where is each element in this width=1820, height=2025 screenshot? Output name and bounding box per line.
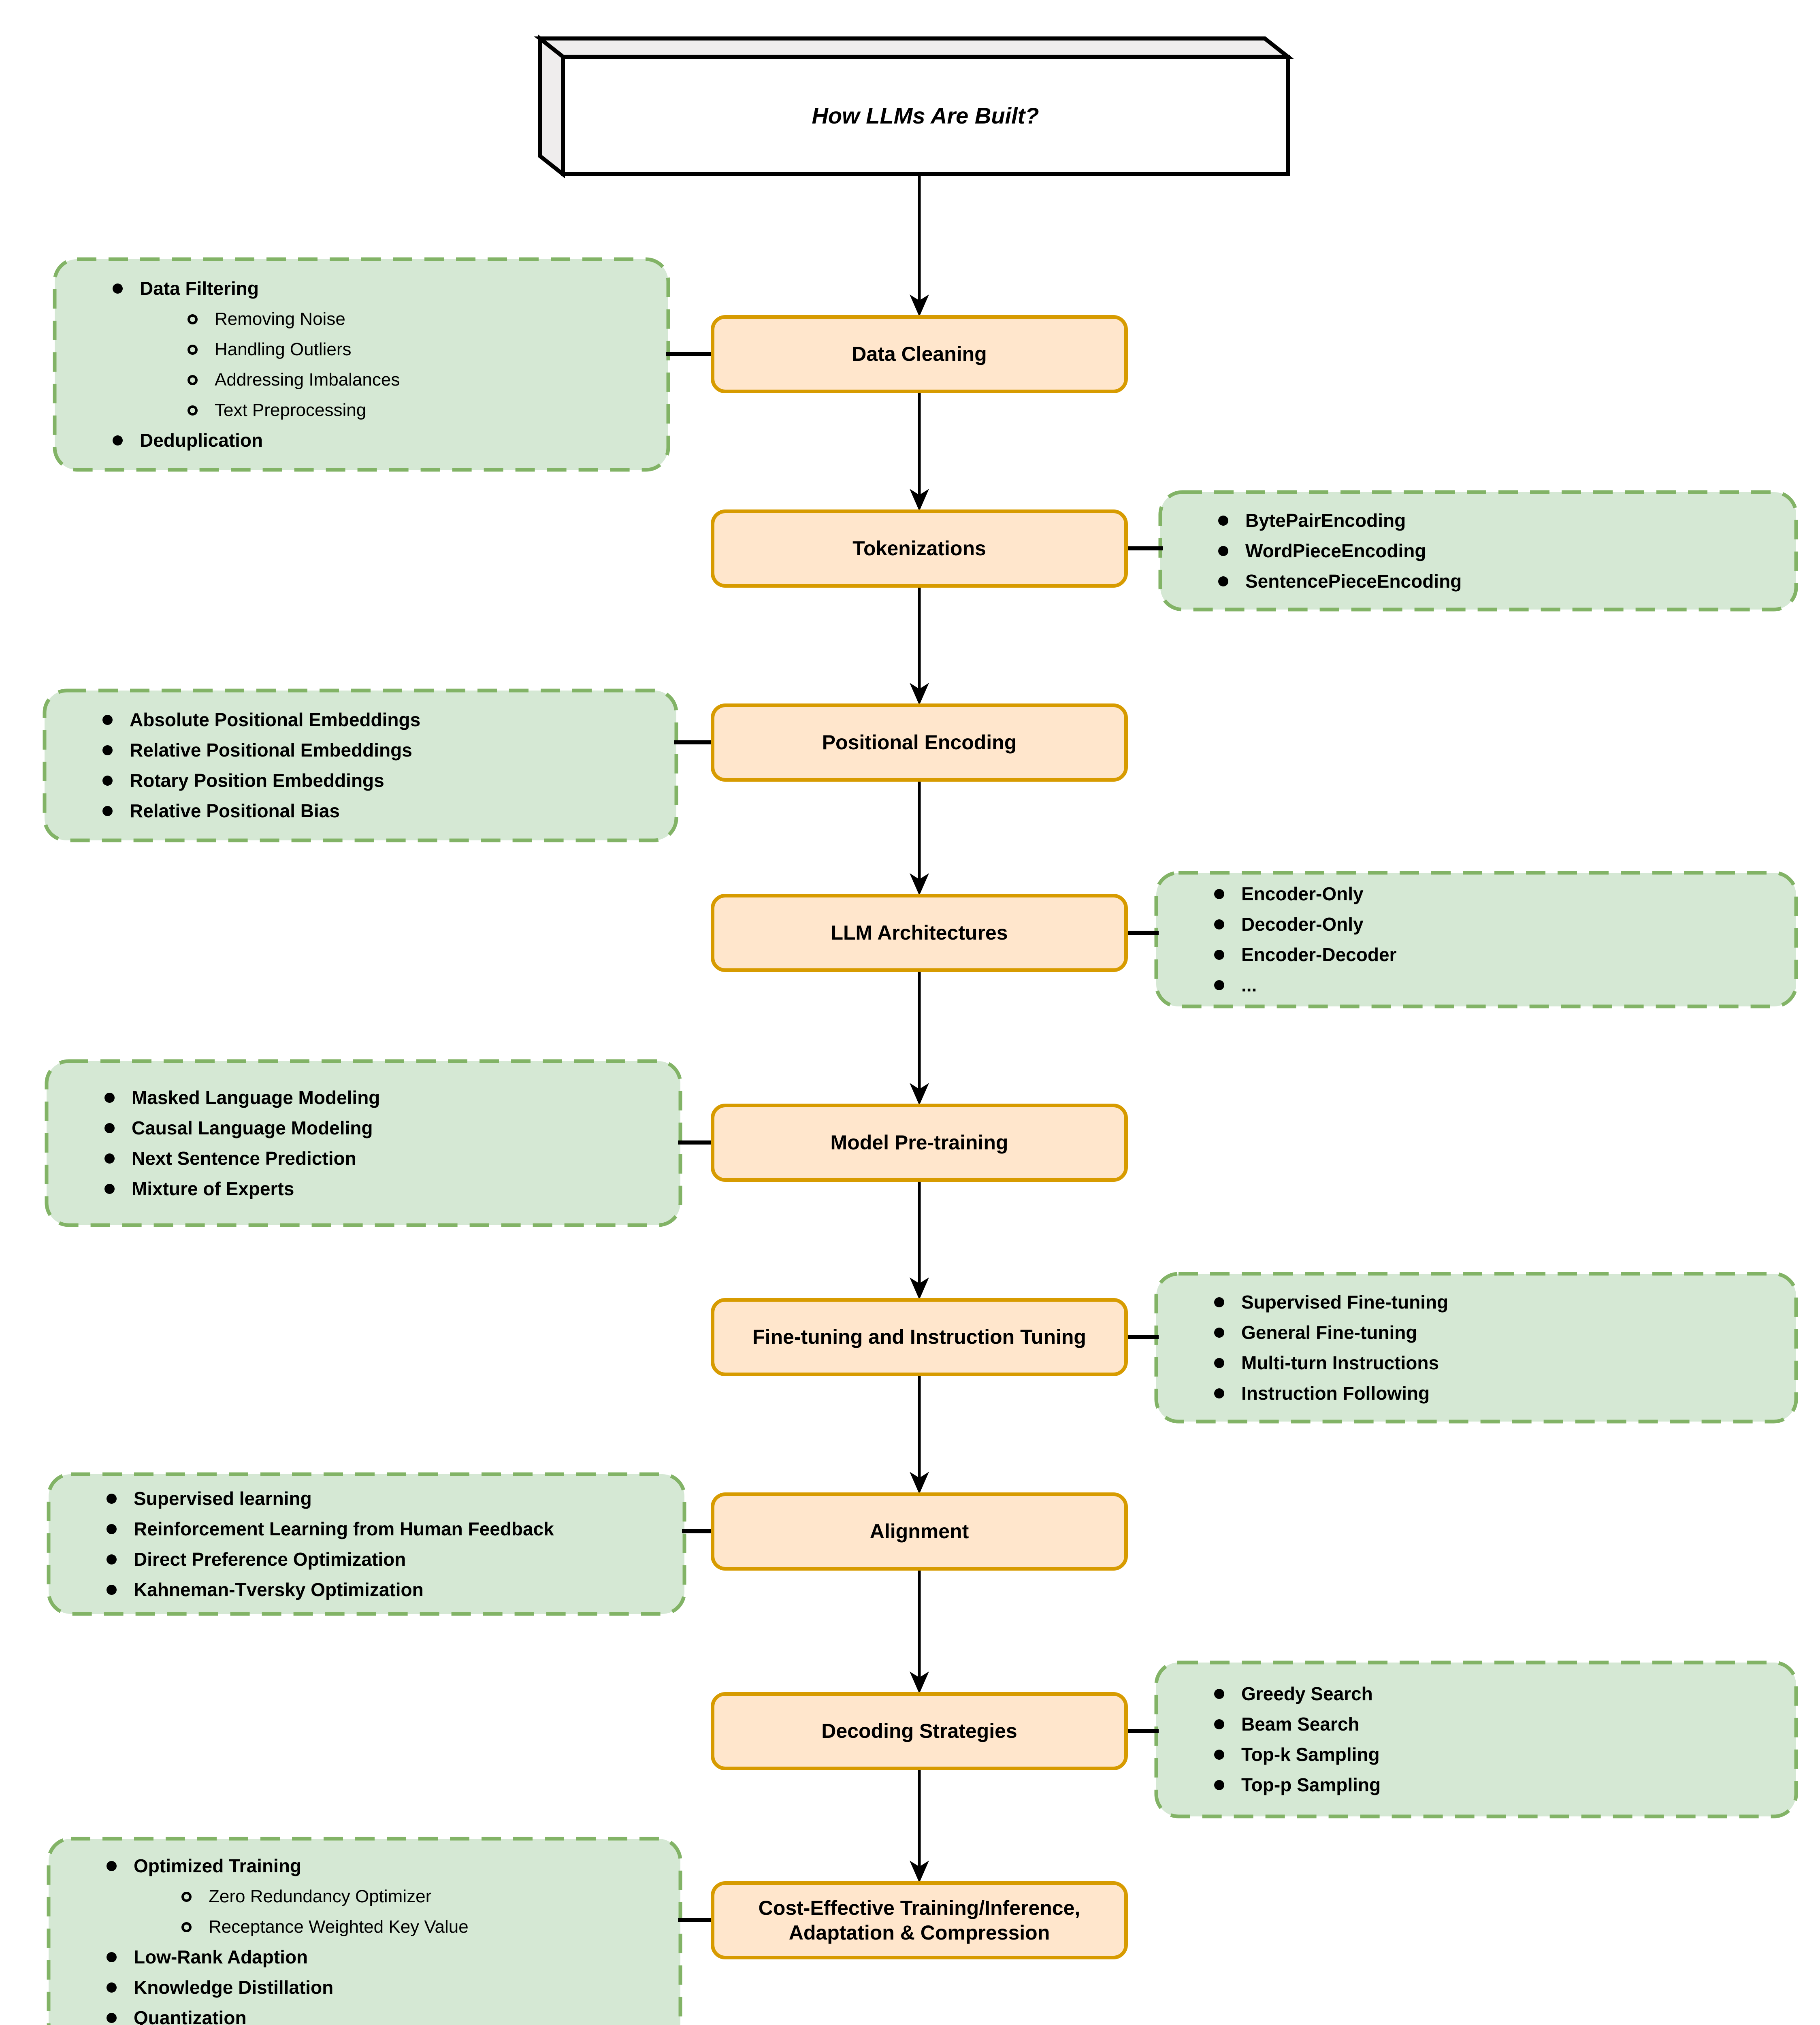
panel-background	[1158, 490, 1798, 612]
panel-item: Absolute Positional Embeddings	[91, 705, 420, 735]
panel-item: Rotary Position Embeddings	[91, 765, 420, 796]
flow-node-positional-encoding: Positional Encoding	[711, 703, 1128, 782]
title-box-left-face	[538, 34, 565, 179]
panel-item: Text Preprocessing	[176, 395, 400, 425]
panel-background	[53, 257, 670, 472]
panel-item: Direct Preference Optimization	[95, 1544, 554, 1575]
panel-item: Masked Language Modeling	[93, 1083, 380, 1113]
panel-item: Next Sentence Prediction	[93, 1143, 380, 1174]
panel-item: Encoder-Decoder	[1203, 940, 1396, 970]
flow-node-cost-effective: Cost-Effective Training/Inference, Adapt…	[711, 1881, 1128, 1959]
panel-item: SentencePieceEncoding	[1207, 566, 1462, 597]
panel-item: Top-k Sampling	[1203, 1739, 1381, 1770]
panel-item: Encoder-Only	[1203, 879, 1396, 909]
panel-item: Kahneman-Tversky Optimization	[95, 1575, 554, 1605]
panel-item: Deduplication	[101, 425, 400, 456]
panel-item: Handling Outliers	[176, 334, 400, 364]
panel-item: Multi-turn Instructions	[1203, 1348, 1448, 1378]
panel-item: Optimized Training	[95, 1851, 469, 1881]
title-box-top-face	[534, 36, 1294, 59]
panel-item: Top-p Sampling	[1203, 1770, 1381, 1800]
panel-item: Relative Positional Bias	[91, 796, 420, 826]
flow-node-data-cleaning: Data Cleaning	[711, 315, 1128, 393]
panel-background	[45, 1059, 682, 1227]
panel-item: Receptance Weighted Key Value	[170, 1912, 469, 1942]
panel-background	[1154, 1660, 1798, 1818]
title-box-front-face	[561, 55, 1290, 176]
panel-background	[1154, 871, 1798, 1008]
panel-item: Zero Redundancy Optimizer	[170, 1881, 469, 1912]
panel-item: BytePairEncoding	[1207, 505, 1462, 536]
panel-item: Data Filtering	[101, 273, 400, 304]
panel-item: Quantization	[95, 2003, 469, 2025]
diagram-title: How LLMs Are Built?	[812, 102, 1039, 128]
panel-item: Reinforcement Learning from Human Feedba…	[95, 1514, 554, 1544]
panel-item: Decoder-Only	[1203, 909, 1396, 940]
flow-node-tokenizations: Tokenizations	[711, 509, 1128, 588]
panel-item: Relative Positional Embeddings	[91, 735, 420, 765]
flow-node-decoding-strategies: Decoding Strategies	[711, 1692, 1128, 1770]
panel-background	[47, 1472, 686, 1616]
panel-background	[1154, 1272, 1798, 1424]
panel-item: ...	[1203, 970, 1396, 1000]
panel-background	[47, 1837, 682, 2025]
flow-node-llm-architectures: LLM Architectures	[711, 894, 1128, 972]
panel-item: Supervised Fine-tuning	[1203, 1287, 1448, 1317]
panel-connectors	[666, 352, 1163, 1922]
panel-item: Addressing Imbalances	[176, 364, 400, 395]
panel-item: Instruction Following	[1203, 1378, 1448, 1409]
panel-item: Knowledge Distillation	[95, 1972, 469, 2003]
panel-item: Mixture of Experts	[93, 1174, 380, 1204]
flow-node-model-pretraining: Model Pre-training	[711, 1104, 1128, 1182]
panel-item: WordPieceEncoding	[1207, 536, 1462, 566]
flow-node-alignment: Alignment	[711, 1492, 1128, 1571]
panel-item: General Fine-tuning	[1203, 1317, 1448, 1348]
panel-item: Low-Rank Adaption	[95, 1942, 469, 1972]
panel-background	[43, 688, 678, 842]
panel-item: Causal Language Modeling	[93, 1113, 380, 1143]
panel-item: Supervised learning	[95, 1484, 554, 1514]
flow-arrows	[910, 174, 929, 1883]
panel-item: Beam Search	[1203, 1709, 1381, 1739]
panel-item: Removing Noise	[176, 304, 400, 334]
panel-item: Greedy Search	[1203, 1679, 1381, 1709]
flow-node-finetuning: Fine-tuning and Instruction Tuning	[711, 1298, 1128, 1376]
